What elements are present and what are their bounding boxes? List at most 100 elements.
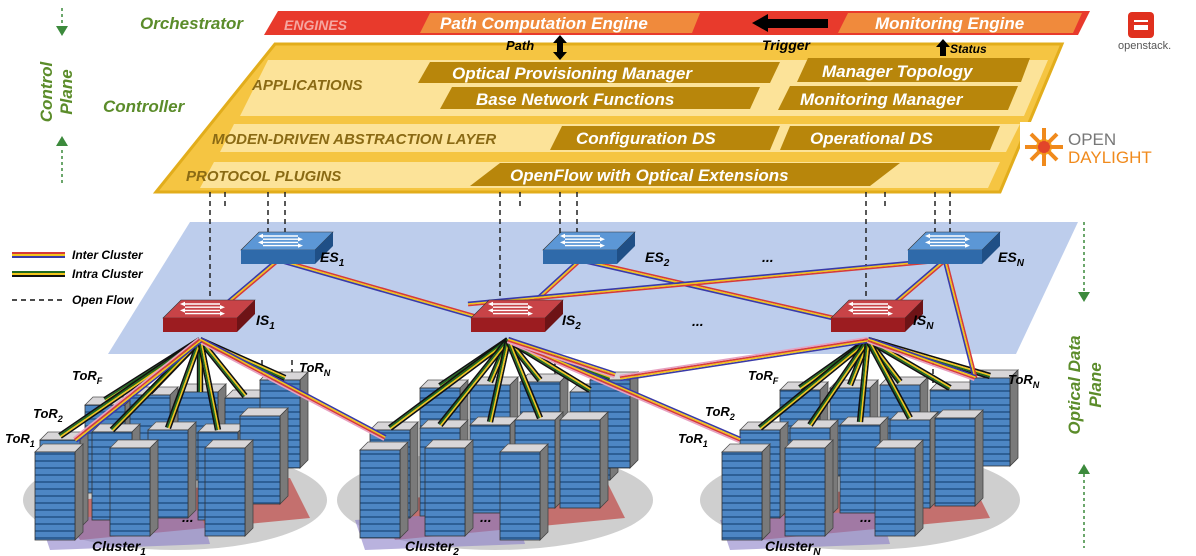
rack	[934, 409, 984, 507]
esn-torn-link	[942, 259, 978, 379]
cluster-3	[700, 369, 1020, 550]
rack	[424, 439, 474, 537]
es1-label: ES1	[320, 249, 345, 269]
tor-n-label-c1: ToRN	[299, 360, 331, 378]
tor-f-label-c1: ToRF	[72, 368, 103, 386]
path-engine-label: Path Computation Engine	[440, 14, 648, 33]
base-network-label: Base Network Functions	[476, 90, 674, 109]
legend-inter-line	[12, 252, 65, 258]
rack-ellipsis-c2: ...	[480, 509, 492, 525]
base-network-box	[440, 87, 760, 109]
clustern-label: ClusterN	[765, 538, 821, 556]
cluster-2	[337, 371, 653, 550]
cluster2-label: Cluster2	[405, 538, 459, 556]
monitoring-engine-label: Monitoring Engine	[875, 14, 1024, 33]
is1-label: IS1	[256, 312, 275, 332]
rack	[721, 443, 771, 541]
optical-plane-label-1: Optical Data	[1065, 335, 1084, 434]
switch-es1	[240, 231, 334, 264]
tor-2-label-cn: ToR2	[705, 404, 735, 422]
es2-isn-link	[579, 257, 869, 329]
monitoring-manager-box	[778, 86, 1018, 110]
odl-line2: DAYLIGHT	[1068, 148, 1152, 167]
openflow-ext-label: OpenFlow with Optical Extensions	[510, 166, 789, 185]
data-plane-arrows	[1078, 222, 1090, 548]
is2-label: IS2	[562, 312, 581, 332]
operational-ds-label: Operational DS	[810, 129, 933, 148]
manager-topology-box	[797, 58, 1030, 82]
es2-label: ES2	[645, 249, 670, 269]
rack	[34, 443, 84, 541]
monitoring-manager-label: Monitoring Manager	[800, 90, 964, 109]
tor-2-label-c1: ToR2	[33, 406, 63, 424]
intra-link-c3-7	[807, 338, 871, 427]
config-ds-label: Configuration DS	[576, 129, 716, 148]
legend-intra-line	[12, 271, 65, 277]
status-label: Status	[950, 42, 987, 56]
es1-is2-link	[277, 257, 509, 329]
intra-link-c3-9	[865, 338, 913, 420]
tor-1-label-cn: ToR1	[678, 431, 708, 449]
protocol-label: PROTOCOL PLUGINS	[186, 168, 341, 185]
intra-link-c2-9	[505, 338, 543, 420]
intra-link-c3-6	[757, 337, 871, 431]
tor-1-label-c1: ToR1	[5, 431, 35, 449]
rack	[499, 443, 549, 541]
esn-label: ESN	[998, 249, 1025, 269]
inter-link-4	[507, 336, 616, 379]
controller-label: Controller	[103, 97, 186, 116]
trigger-label: Trigger	[762, 37, 812, 53]
cluster-1	[23, 371, 327, 550]
applications-label: APPLICATIONS	[251, 77, 363, 94]
rack-ellipsis-cn: ...	[860, 509, 872, 525]
rack	[874, 439, 924, 537]
intra-link-c3-8	[856, 339, 872, 423]
abstraction-label: MODEN-DRIVEN ABSTRACTION LAYER	[212, 131, 496, 148]
switch-is1	[162, 299, 256, 332]
inter-link-1	[198, 337, 387, 441]
intra-link-c1-8	[164, 338, 204, 430]
rack-ellipsis-c1: ...	[182, 509, 194, 525]
optical-plane-label-2: Plane	[1086, 362, 1105, 407]
control-plane-label-2: Plane	[57, 69, 76, 114]
legend-openflow-label: Open Flow	[72, 293, 134, 307]
operational-ds-box	[780, 126, 1000, 150]
esn-is2-link	[467, 257, 946, 307]
intra-link-c2-7	[437, 338, 511, 427]
rack	[784, 439, 834, 537]
engines-label: ENGINES	[284, 17, 348, 33]
openflow-ext-box	[470, 163, 900, 186]
optical-provisioning-box	[418, 62, 780, 83]
intra-link-c2-6	[388, 337, 510, 431]
control-plane-arrows	[56, 8, 68, 185]
status-arrow	[936, 39, 950, 56]
config-ds-box	[550, 126, 780, 150]
legend-inter-label: Inter Cluster	[72, 248, 144, 262]
is-ellipsis: ...	[692, 313, 704, 329]
isn-label: ISN	[913, 312, 934, 332]
manager-topology-label: Manager Topology	[822, 62, 974, 81]
switch-es2	[542, 231, 636, 264]
rack	[204, 439, 254, 537]
switch-esn	[907, 231, 1001, 264]
path-arrow	[553, 35, 567, 60]
es-ellipsis: ...	[762, 249, 774, 265]
control-plane-label-1: Control	[37, 61, 56, 123]
clusters	[23, 369, 1020, 550]
intra-link-c1-9	[196, 339, 222, 431]
path-label: Path	[506, 38, 534, 53]
links	[58, 257, 991, 443]
legend	[12, 252, 65, 301]
switch-isn	[830, 299, 924, 332]
tor-n-label-cn: ToRN	[1008, 372, 1040, 390]
odl-line1: OPEN	[1068, 130, 1116, 149]
inter-link-5	[619, 336, 869, 382]
switch-is2	[470, 299, 564, 332]
monitoring-engine-box	[838, 13, 1082, 33]
switches	[162, 231, 1001, 332]
rack	[109, 439, 159, 537]
trigger-arrow	[752, 14, 828, 32]
inter-link-2	[73, 337, 202, 443]
legend-intra-label: Intra Cluster	[72, 267, 144, 281]
inter-link-6	[866, 336, 977, 382]
